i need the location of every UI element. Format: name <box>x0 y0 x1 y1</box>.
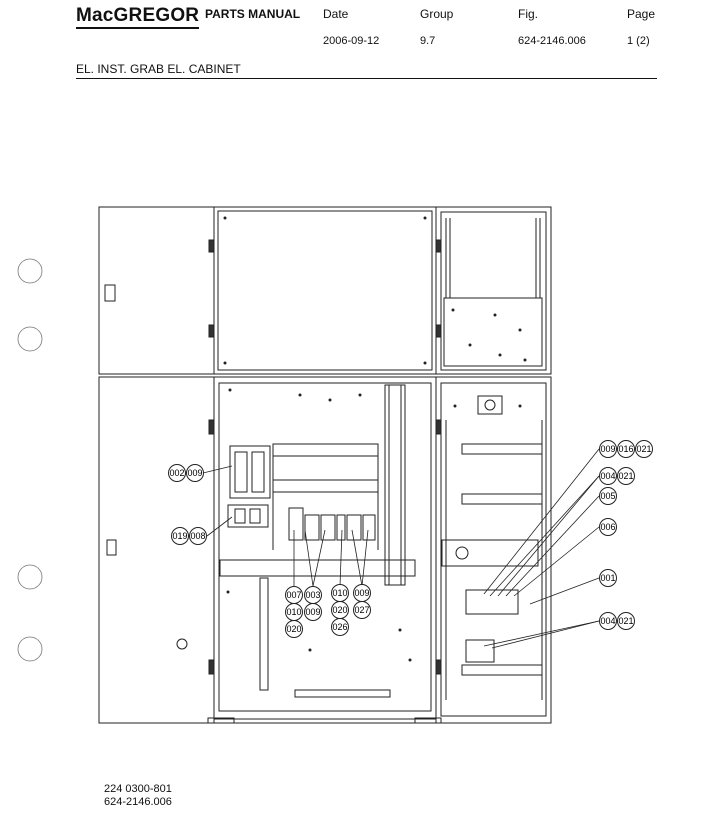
callout-label: 004 <box>600 471 615 481</box>
callout-bubble: 003 <box>304 586 322 604</box>
fig-label: Fig. <box>518 7 539 21</box>
callout-bubble: 016 <box>617 440 635 458</box>
figure-number: 624-2146.006 <box>104 796 172 808</box>
callout-bubble: 009 <box>186 464 204 482</box>
callout-bubble: 007 <box>285 586 303 604</box>
callouts: 002 009 019 008 007 003 010 009 020 010 … <box>168 440 653 638</box>
date-label: Date <box>323 7 349 21</box>
panel-dots <box>223 216 527 662</box>
callout-bubble: 010 <box>331 584 349 602</box>
callout-label: 026 <box>332 622 347 632</box>
callout-bubble: 002 <box>168 464 186 482</box>
callout-label: 008 <box>190 531 205 541</box>
page-value: 1 (2) <box>627 35 650 47</box>
main-cabinet <box>176 376 442 724</box>
drawing-subtitle: EL. INST. GRAB EL. CABINET <box>76 62 241 76</box>
left-upper-door <box>98 206 215 375</box>
page-label: Page <box>627 7 656 21</box>
group-value: 9.7 <box>420 35 436 47</box>
callout-label: 005 <box>600 491 615 501</box>
drawing-number: 224 0300-801 <box>104 783 172 795</box>
callout-label: 002 <box>169 468 184 478</box>
header-rule <box>76 78 657 79</box>
callout-label: 001 <box>600 573 615 583</box>
callout-label: 021 <box>618 616 633 626</box>
callout-label: 019 <box>172 531 187 541</box>
callout-bubble: 020 <box>331 601 349 619</box>
lower-right-door <box>435 376 552 724</box>
callout-label: 009 <box>305 607 320 617</box>
callout-label: 020 <box>332 605 347 615</box>
callout-label: 027 <box>354 605 369 615</box>
callout-label: 009 <box>187 468 202 478</box>
callout-label: 004 <box>600 616 615 626</box>
upper-center-panel <box>208 206 442 375</box>
callout-label: 009 <box>354 588 369 598</box>
callout-bubble: 020 <box>285 620 303 638</box>
callout-label: 010 <box>286 607 301 617</box>
callout-bubble: 004 <box>599 612 617 630</box>
group-label: Group <box>420 7 454 21</box>
document-type: PARTS MANUAL <box>205 7 301 21</box>
leader-lines <box>202 448 600 649</box>
upper-right-door <box>435 206 552 375</box>
callout-bubble: 010 <box>285 603 303 621</box>
date-value: 2006-09-12 <box>323 35 380 47</box>
callout-bubble: 006 <box>599 518 617 536</box>
callout-bubble: 009 <box>599 440 617 458</box>
callout-bubble: 021 <box>635 440 653 458</box>
callout-label: 006 <box>600 522 615 532</box>
callout-bubble: 021 <box>617 467 635 485</box>
callout-label: 021 <box>636 444 651 454</box>
callout-bubble: 019 <box>171 527 189 545</box>
callout-label: 009 <box>600 444 615 454</box>
callout-label: 016 <box>618 444 633 454</box>
punch-holes <box>17 258 43 662</box>
callout-label: 020 <box>286 624 301 634</box>
callout-bubble: 004 <box>599 467 617 485</box>
callout-label: 021 <box>618 471 633 481</box>
callout-bubble: 009 <box>353 584 371 602</box>
brand-logo: MacGREGOR <box>76 5 200 29</box>
callout-bubble: 027 <box>353 601 371 619</box>
callout-bubble: 001 <box>599 569 617 587</box>
left-lower-door <box>98 376 215 724</box>
callout-label: 003 <box>305 590 320 600</box>
callout-bubble: 008 <box>189 527 207 545</box>
callout-bubble: 009 <box>304 603 322 621</box>
callout-bubble: 005 <box>599 487 617 505</box>
callout-bubble: 021 <box>617 612 635 630</box>
callout-bubble: 026 <box>331 618 349 636</box>
callout-label: 010 <box>332 588 347 598</box>
callout-label: 007 <box>286 590 301 600</box>
fig-value: 624-2146.006 <box>518 35 586 47</box>
